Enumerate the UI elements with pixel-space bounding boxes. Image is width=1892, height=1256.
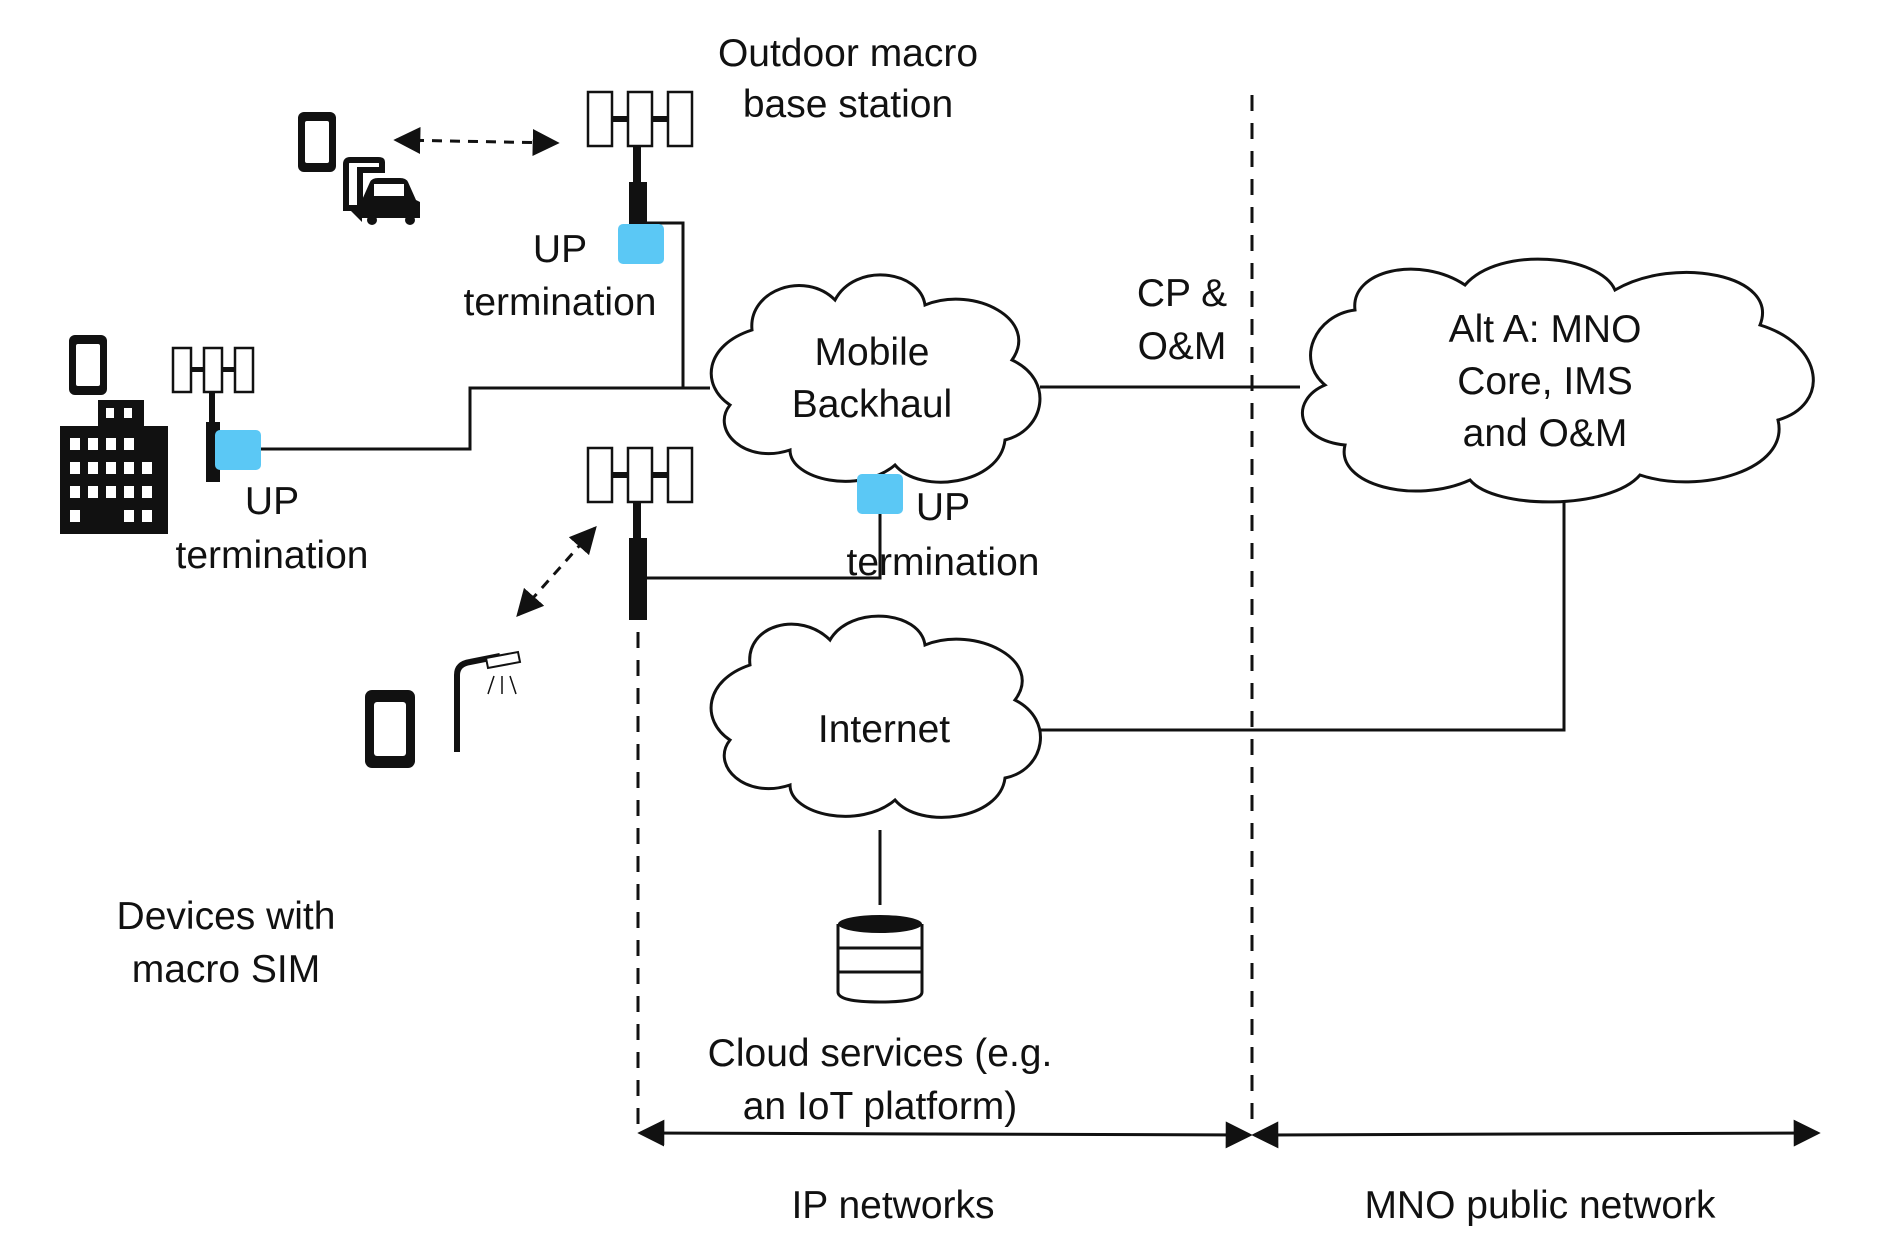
cp-om-label: CP &	[1137, 272, 1227, 315]
mobile-backhaul-label: Backhaul	[792, 383, 952, 426]
up-termination-label: termination	[176, 534, 369, 577]
smartphone-icon	[298, 112, 336, 172]
ip-networks-range-arrow	[637, 1119, 1253, 1149]
devices-label: Devices with	[117, 895, 336, 938]
up-termination-box-backhaul	[857, 474, 903, 514]
mobile-backhaul-label: Mobile	[815, 331, 930, 374]
smartphone-icon	[365, 690, 415, 768]
internet-label: Internet	[818, 708, 950, 751]
cp-om-label: O&M	[1138, 325, 1227, 368]
base-station-middle-icon	[586, 446, 694, 620]
up-termination-label: termination	[847, 541, 1040, 584]
cloud-services-label: Cloud services (e.g.	[708, 1032, 1053, 1075]
connection-lines	[246, 221, 1566, 905]
cloud-services-label: an IoT platform)	[743, 1085, 1018, 1128]
smartphone-icon	[69, 335, 107, 395]
mno-core-cloud	[1300, 257, 1815, 504]
up-termination-label: UP	[245, 480, 299, 523]
mno-public-network-label: MNO public network	[1364, 1184, 1716, 1227]
up-termination-label: UP	[533, 228, 587, 271]
devices-label: macro SIM	[132, 948, 321, 991]
macro-base-station-icon	[586, 90, 694, 227]
outdoor-macro-label: base station	[743, 83, 953, 126]
building-icon	[60, 400, 168, 534]
wireless-link-arrow	[516, 525, 597, 618]
wireless-link-arrow	[393, 126, 560, 157]
ip-networks-label: IP networks	[791, 1184, 994, 1227]
up-termination-box-macro	[618, 224, 664, 264]
database-icon	[836, 915, 924, 1004]
mno-core-label: and O&M	[1463, 412, 1628, 455]
up-termination-label: termination	[464, 281, 657, 324]
up-termination-box-small	[215, 430, 261, 470]
street-light-icon	[454, 650, 522, 752]
up-termination-label: UP	[916, 486, 970, 529]
mobile-backhaul-cloud	[709, 273, 1042, 484]
outdoor-macro-label: Outdoor macro	[718, 32, 978, 75]
mno-public-network-range-arrow	[1251, 1119, 1821, 1149]
mno-core-label: Core, IMS	[1457, 360, 1633, 403]
mno-core-label: Alt A: MNO	[1449, 308, 1642, 351]
internet-cloud	[709, 614, 1042, 819]
vehicles-icon	[343, 157, 420, 225]
